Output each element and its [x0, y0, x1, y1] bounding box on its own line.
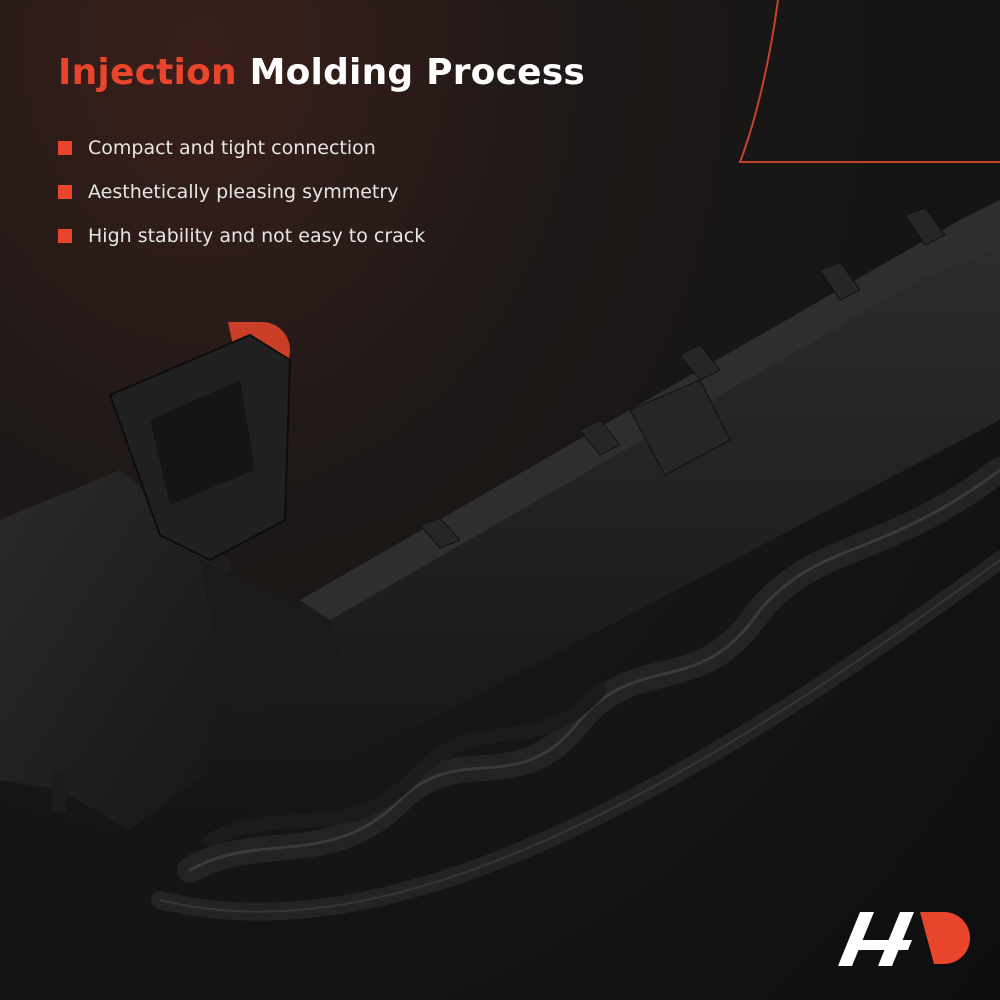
feature-text: Aesthetically pleasing symmetry — [88, 181, 399, 203]
square-bullet-icon — [58, 141, 72, 155]
feature-text: Compact and tight connection — [88, 137, 376, 159]
feature-text: High stability and not easy to crack — [88, 225, 426, 247]
square-bullet-icon — [58, 185, 72, 199]
feature-list: Compact and tight connection Aesthetical… — [58, 126, 425, 258]
page-title: Injection Molding Process — [58, 52, 585, 93]
rail-body — [130, 250, 1000, 840]
feature-item: Compact and tight connection — [58, 126, 425, 170]
gasket — [151, 457, 1000, 921]
mount-bracket — [0, 333, 350, 830]
feature-item: High stability and not easy to crack — [58, 214, 425, 258]
square-bullet-icon — [58, 229, 72, 243]
rail-teeth — [419, 207, 946, 549]
title-highlight: Injection — [58, 52, 237, 93]
decorative-arc — [738, 0, 1000, 163]
brand-logo-icon — [838, 912, 970, 966]
title-rest: Molding Process — [236, 52, 585, 93]
feature-item: Aesthetically pleasing symmetry — [58, 170, 425, 214]
